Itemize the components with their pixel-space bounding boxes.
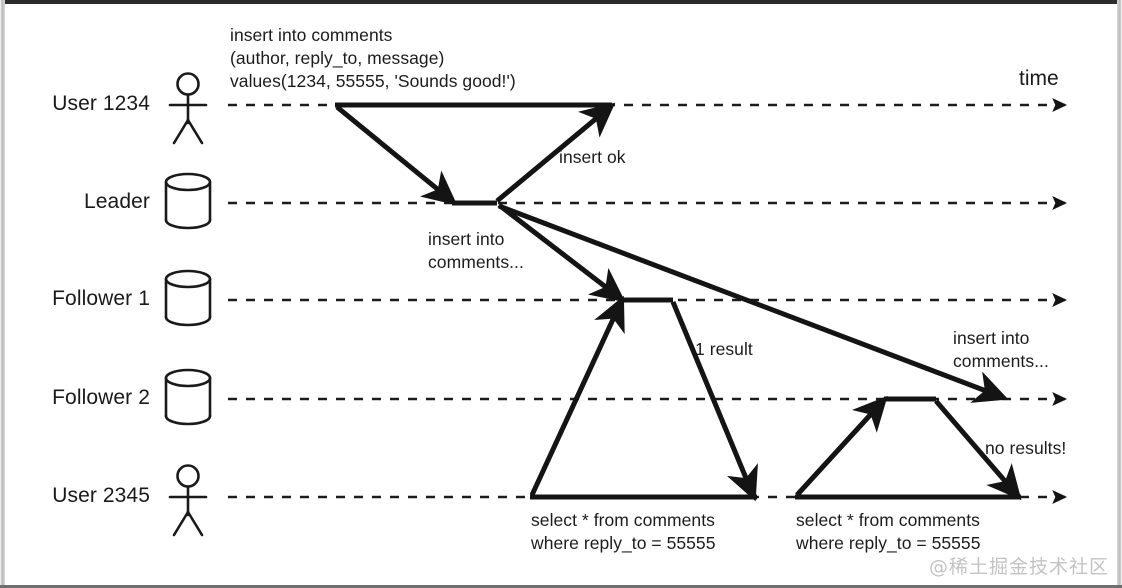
annotation-select-follower-1: select * from comments where reply_to = … — [531, 510, 716, 553]
message-arrows-group — [335, 102, 1022, 502]
database-cylinder-icon — [164, 368, 212, 426]
actor-stick-figure-icon — [168, 72, 208, 145]
participant-label-leader: Leader — [84, 190, 150, 213]
arrow-replicate-follower-1 — [497, 203, 626, 303]
arrow-response-follower-2 — [934, 399, 1022, 501]
database-cylinder-icon — [164, 269, 212, 327]
annotation-no-results: no results! — [985, 438, 1067, 458]
annotation-replicate-follower-1: insert into comments... — [428, 229, 524, 272]
figure-right-border — [1117, 0, 1122, 588]
time-axis-label: time — [1019, 67, 1059, 90]
participant-label-follower-2: Follower 2 — [52, 386, 150, 409]
participant-label-follower-1: Follower 1 — [52, 287, 150, 310]
activation-segments-group — [335, 102, 1021, 500]
watermark-text: @稀土掘金技术社区 — [928, 556, 1109, 578]
annotation-one-result: 1 result — [695, 339, 753, 359]
arrow-insert-ok — [495, 102, 616, 203]
figure-bottom-border — [0, 585, 1122, 588]
annotation-select-follower-2: select * from comments where reply_to = … — [796, 510, 981, 553]
database-cylinder-icon — [164, 172, 212, 230]
arrow-query-follower-1 — [529, 295, 625, 497]
arrow-response-follower-1 — [670, 301, 758, 502]
annotation-insert-ok: insert ok — [559, 147, 626, 167]
arrow-insert-request — [335, 105, 458, 206]
figure-top-border — [0, 0, 1122, 4]
participant-label-user-2345: User 2345 — [52, 484, 150, 507]
annotation-replicate-follower-2: insert into comments... — [953, 328, 1049, 371]
figure-left-border — [0, 0, 5, 588]
annotation-insert-statement: insert into comments (author, reply_to, … — [230, 25, 516, 91]
actor-stick-figure-icon — [168, 464, 208, 537]
arrow-query-follower-2 — [795, 395, 888, 497]
participant-icons-group — [164, 72, 212, 537]
arrow-replicate-follower-2 — [498, 203, 1009, 403]
participant-label-user-1234: User 1234 — [52, 92, 150, 115]
